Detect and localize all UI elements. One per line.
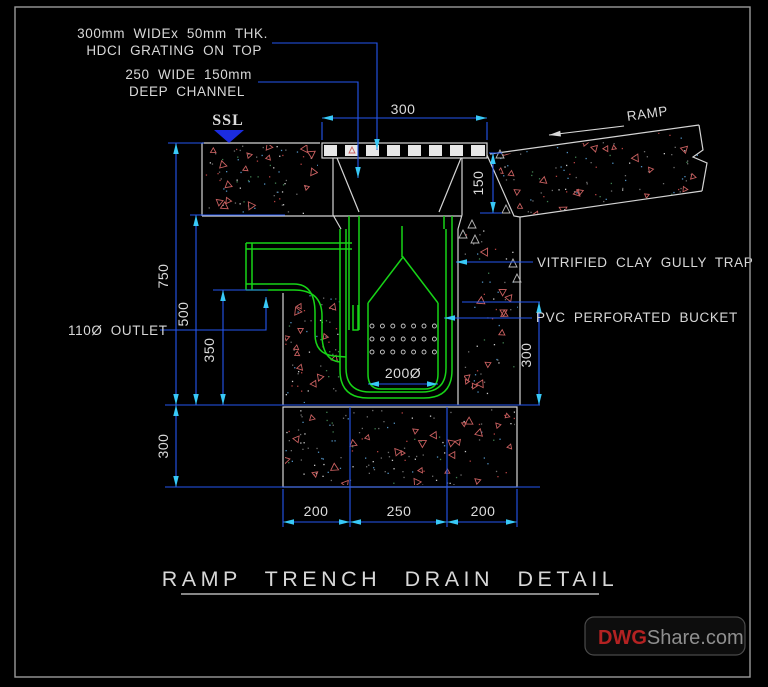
hdci-grating (321, 142, 488, 159)
structure-outline (201, 124, 708, 488)
dim-left-outlet: 350 (201, 338, 217, 363)
channel-note-line1: 250 WIDE 150mm (125, 67, 252, 82)
concrete-symbols (458, 148, 522, 283)
ssl-label: SSL (212, 112, 243, 129)
dim-bottom-mid: 250 (387, 503, 412, 519)
ramp-label: RAMP (626, 103, 669, 124)
dim-channel-depth: 150 (470, 171, 486, 196)
watermark-box (584, 616, 746, 656)
dimension-lines (160, 42, 542, 527)
concrete-hatch-mid-block (285, 295, 340, 403)
bucket-perforations (369, 323, 437, 355)
bucket-label: PVC PERFORATED BUCKET (536, 310, 738, 325)
outlet-label: 110Ø OUTLET (68, 323, 168, 338)
dim-top-width: 300 (391, 101, 416, 117)
gully-trap-label: VITRIFIED CLAY GULLY TRAP (537, 255, 753, 270)
dim-left-base: 300 (155, 434, 171, 459)
grating-note-line2: HDCI GRATING ON TOP (86, 43, 262, 58)
svg-text:DWGShare.com: DWGShare.com (598, 627, 744, 649)
dim-bottom-right: 200 (471, 503, 496, 519)
drawing-frame (14, 6, 751, 678)
dimension-texts: 300 150 750 500 350 300 300 200Ø 200 250… (155, 101, 534, 519)
concrete-hatch-right-block (464, 230, 518, 395)
channel-note-line2: DEEP CHANNEL (129, 84, 245, 99)
pvc-perforated-bucket (367, 226, 439, 390)
ramp-annotation: RAMP (548, 103, 669, 137)
vitrified-clay-gully-trap (245, 216, 453, 399)
dim-right-sump: 300 (518, 343, 534, 368)
dim-bucket-diameter: 200Ø (385, 365, 421, 381)
watermark-suffix: Share.com (647, 627, 744, 649)
dim-bottom-left: 200 (304, 503, 329, 519)
title-block: RAMP TRENCH DRAIN DETAIL (162, 567, 618, 595)
grating-hatch-triangle (348, 145, 356, 154)
concrete-hatch-left-block (205, 145, 318, 214)
concrete-hatch-base (285, 409, 515, 485)
drawing-title: RAMP TRENCH DRAIN DETAIL (162, 567, 618, 591)
dim-left-total: 750 (155, 264, 171, 289)
ssl-level-marker: SSL (212, 112, 244, 143)
dim-left-inner: 500 (175, 302, 191, 327)
ssl-triangle (214, 130, 244, 143)
watermark-prefix: DWG (598, 627, 647, 649)
annotations: 300mm WIDEx 50mm THK. HDCI GRATING ON TO… (68, 26, 753, 338)
watermark: DWGShare.com (584, 616, 746, 656)
grating-note-line1: 300mm WIDEx 50mm THK. (77, 26, 268, 41)
